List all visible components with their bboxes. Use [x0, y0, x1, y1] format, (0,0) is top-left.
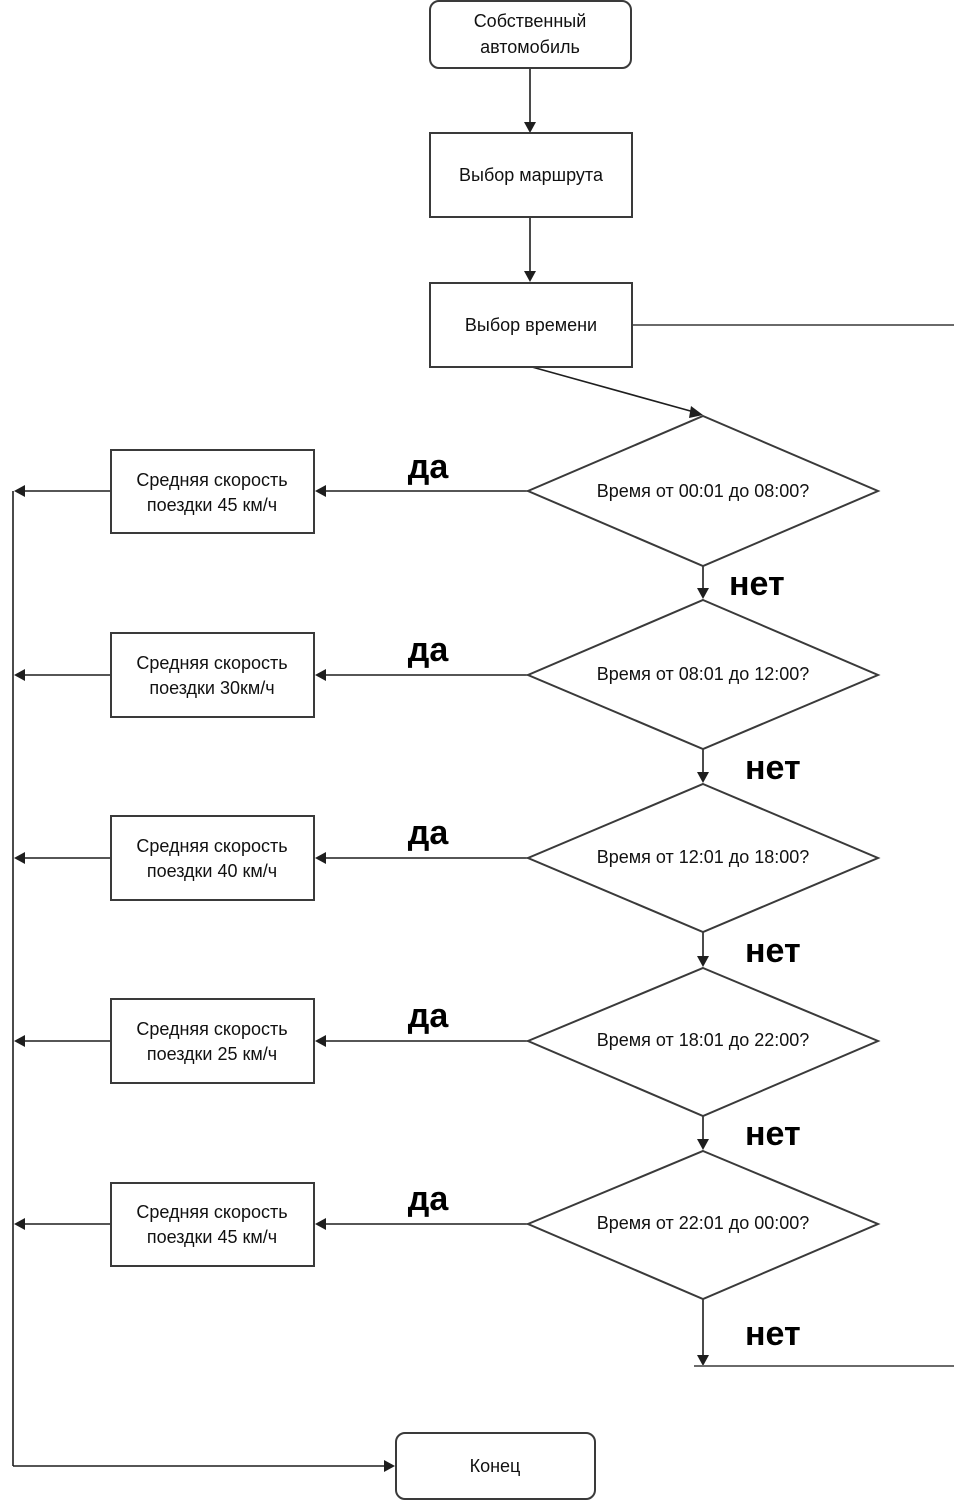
decision-d3 — [525, 782, 881, 934]
speed-5-line2: поездки 45 км/ч — [147, 1227, 277, 1247]
speed-2-line2: поездки 30км/ч — [149, 678, 274, 698]
decision-d2 — [525, 598, 881, 751]
time-node — [429, 282, 633, 368]
arrowhead — [315, 669, 326, 681]
yes-label-2: да — [408, 631, 450, 669]
no-label-1: нет — [729, 565, 785, 603]
speed-3-line1: Средняя скорость — [136, 836, 287, 856]
end-label: Конец — [470, 1456, 521, 1476]
decision-d1-label: Время от 00:01 до 08:00? — [597, 481, 810, 501]
edge-labels: да да да да да нет нет нет нет нет — [408, 448, 801, 1353]
speed-5-line1: Средняя скорость — [136, 1202, 287, 1222]
node-labels: Собственный автомобиль Выбор маршрута Вы… — [136, 11, 809, 1476]
arrowhead — [14, 1035, 25, 1047]
arrow-time-to-d1 — [531, 366, 695, 413]
arrowhead — [697, 772, 709, 783]
start-node — [429, 0, 632, 69]
arrowhead — [315, 1218, 326, 1230]
speed-3-line2: поездки 40 км/ч — [147, 861, 277, 881]
speed-node-1 — [110, 449, 315, 534]
decision-d4 — [525, 966, 881, 1118]
decision-d4-label: Время от 18:01 до 22:00? — [597, 1030, 810, 1050]
arrowhead — [315, 1035, 326, 1047]
speed-node-2 — [110, 632, 315, 718]
arrowhead — [697, 588, 709, 599]
speed-node-5 — [110, 1182, 315, 1267]
arrowhead — [14, 669, 25, 681]
route-node — [429, 132, 633, 218]
arrowhead — [14, 1218, 25, 1230]
arrowhead — [689, 406, 703, 418]
arrowhead — [315, 485, 326, 497]
shapes — [110, 0, 881, 1500]
arrowhead — [14, 852, 25, 864]
arrowhead — [697, 956, 709, 967]
arrowhead — [14, 485, 25, 497]
yes-label-5: да — [408, 1180, 450, 1218]
decision-d2-label: Время от 08:01 до 12:00? — [597, 664, 810, 684]
route-label: Выбор маршрута — [459, 165, 604, 185]
yes-label-4: да — [408, 997, 450, 1035]
no-label-4: нет — [745, 1115, 801, 1153]
yes-label-3: да — [408, 814, 450, 852]
speed-2-line1: Средняя скорость — [136, 653, 287, 673]
arrowhead — [384, 1460, 395, 1472]
speed-1-line2: поездки 45 км/ч — [147, 495, 277, 515]
time-label: Выбор времени — [465, 315, 597, 335]
decision-d5 — [525, 1149, 881, 1301]
speed-node-3 — [110, 815, 315, 901]
speed-4-line1: Средняя скорость — [136, 1019, 287, 1039]
decision-d5-label: Время от 22:01 до 00:00? — [597, 1213, 810, 1233]
speed-node-4 — [110, 998, 315, 1084]
arrowhead — [315, 852, 326, 864]
start-label-line1: Собственный — [474, 11, 587, 31]
speed-1-line1: Средняя скорость — [136, 470, 287, 490]
yes-label-1: да — [408, 448, 450, 486]
no-label-5: нет — [745, 1315, 801, 1353]
no-label-3: нет — [745, 932, 801, 970]
arrowhead — [524, 271, 536, 282]
decision-d3-label: Время от 12:01 до 18:00? — [597, 847, 810, 867]
end-node — [395, 1432, 596, 1500]
arrowhead — [524, 122, 536, 133]
speed-4-line2: поездки 25 км/ч — [147, 1044, 277, 1064]
arrowhead — [697, 1355, 709, 1366]
start-label-line2: автомобиль — [480, 37, 580, 57]
no-label-2: нет — [745, 749, 801, 787]
arrowhead — [697, 1139, 709, 1150]
decision-d1 — [525, 414, 881, 568]
connectors — [12, 68, 954, 1472]
